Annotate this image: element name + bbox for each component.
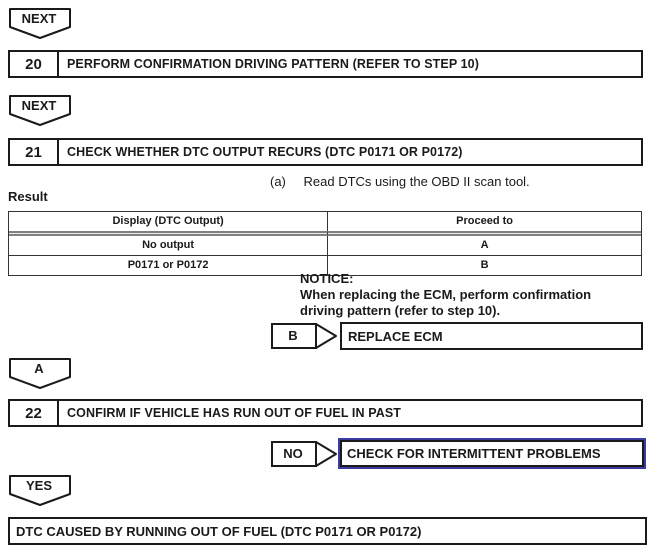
check-intermittent-problems-text: CHECK FOR INTERMITTENT PROBLEMS xyxy=(340,440,644,467)
notice-label: NOTICE: xyxy=(300,271,354,286)
notice-line-1: When replacing the ECM, perform confirma… xyxy=(300,287,592,302)
result-table-header-display: Display (DTC Output) xyxy=(9,212,329,231)
result-table: Display (DTC Output) Proceed to No outpu… xyxy=(8,211,642,276)
instruction-text: Read DTCs using the OBD II scan tool. xyxy=(303,174,530,189)
step-22-number: 22 xyxy=(10,401,59,425)
down-arrow-icon xyxy=(9,475,71,506)
right-arrow-icon xyxy=(271,323,337,349)
branch-no-connector: NO xyxy=(270,440,338,468)
replace-ecm-box: REPLACE ECM xyxy=(340,322,643,350)
a-connector-label: A xyxy=(34,361,44,376)
down-arrow-icon xyxy=(9,8,71,39)
result-row-2-display: P0171 or P0172 xyxy=(9,255,329,275)
result-row-2-proceed: B xyxy=(328,255,641,275)
instruction-line: (a) Read DTCs using the OBD II scan tool… xyxy=(270,174,530,189)
conclusion-box: DTC CAUSED BY RUNNING OUT OF FUEL (DTC P… xyxy=(8,517,647,545)
step-22-title: CONFIRM IF VEHICLE HAS RUN OUT OF FUEL I… xyxy=(67,406,402,420)
step-20-number: 20 xyxy=(10,52,59,76)
next-connector-2-label: NEXT xyxy=(21,98,57,113)
result-row-1-display: No output xyxy=(9,236,329,255)
result-table-header-proceed: Proceed to xyxy=(456,215,513,227)
notice-block: NOTICE: When replacing the ECM, perform … xyxy=(300,271,591,319)
branch-b-label: B xyxy=(288,328,298,343)
yes-connector: YES xyxy=(8,474,72,508)
next-connector-1-label: NEXT xyxy=(21,11,57,26)
step-20-title: PERFORM CONFIRMATION DRIVING PATTERN (RE… xyxy=(67,57,479,71)
step-row-20: 20 PERFORM CONFIRMATION DRIVING PATTERN … xyxy=(8,50,643,78)
next-connector-1: NEXT xyxy=(8,7,72,41)
result-table-row-1: No output A xyxy=(9,236,641,255)
notice-line-2: driving pattern (refer to step 10). xyxy=(300,303,501,318)
step-21-number: 21 xyxy=(10,140,59,164)
a-connector: A xyxy=(8,357,72,391)
result-row-1-proceed: A xyxy=(480,239,489,251)
yes-connector-label: YES xyxy=(25,478,52,493)
result-table-double-rule xyxy=(9,231,641,236)
right-arrow-icon xyxy=(271,441,337,467)
down-arrow-icon xyxy=(9,358,71,389)
branch-b-connector: B xyxy=(270,322,338,350)
branch-no-label: NO xyxy=(283,446,303,461)
check-intermittent-problems-link[interactable]: CHECK FOR INTERMITTENT PROBLEMS xyxy=(338,438,646,469)
instruction-list-marker: (a) xyxy=(270,174,286,189)
result-table-header-row: Display (DTC Output) Proceed to xyxy=(9,212,641,231)
step-row-21: 21 CHECK WHETHER DTC OUTPUT RECURS (DTC … xyxy=(8,138,643,166)
step-21-title: CHECK WHETHER DTC OUTPUT RECURS (DTC P01… xyxy=(67,145,463,159)
result-label: Result xyxy=(8,189,48,204)
step-row-22: 22 CONFIRM IF VEHICLE HAS RUN OUT OF FUE… xyxy=(8,399,643,427)
result-table-row-2: P0171 or P0172 B xyxy=(9,255,641,275)
next-connector-2: NEXT xyxy=(8,94,72,128)
down-arrow-icon xyxy=(9,95,71,126)
